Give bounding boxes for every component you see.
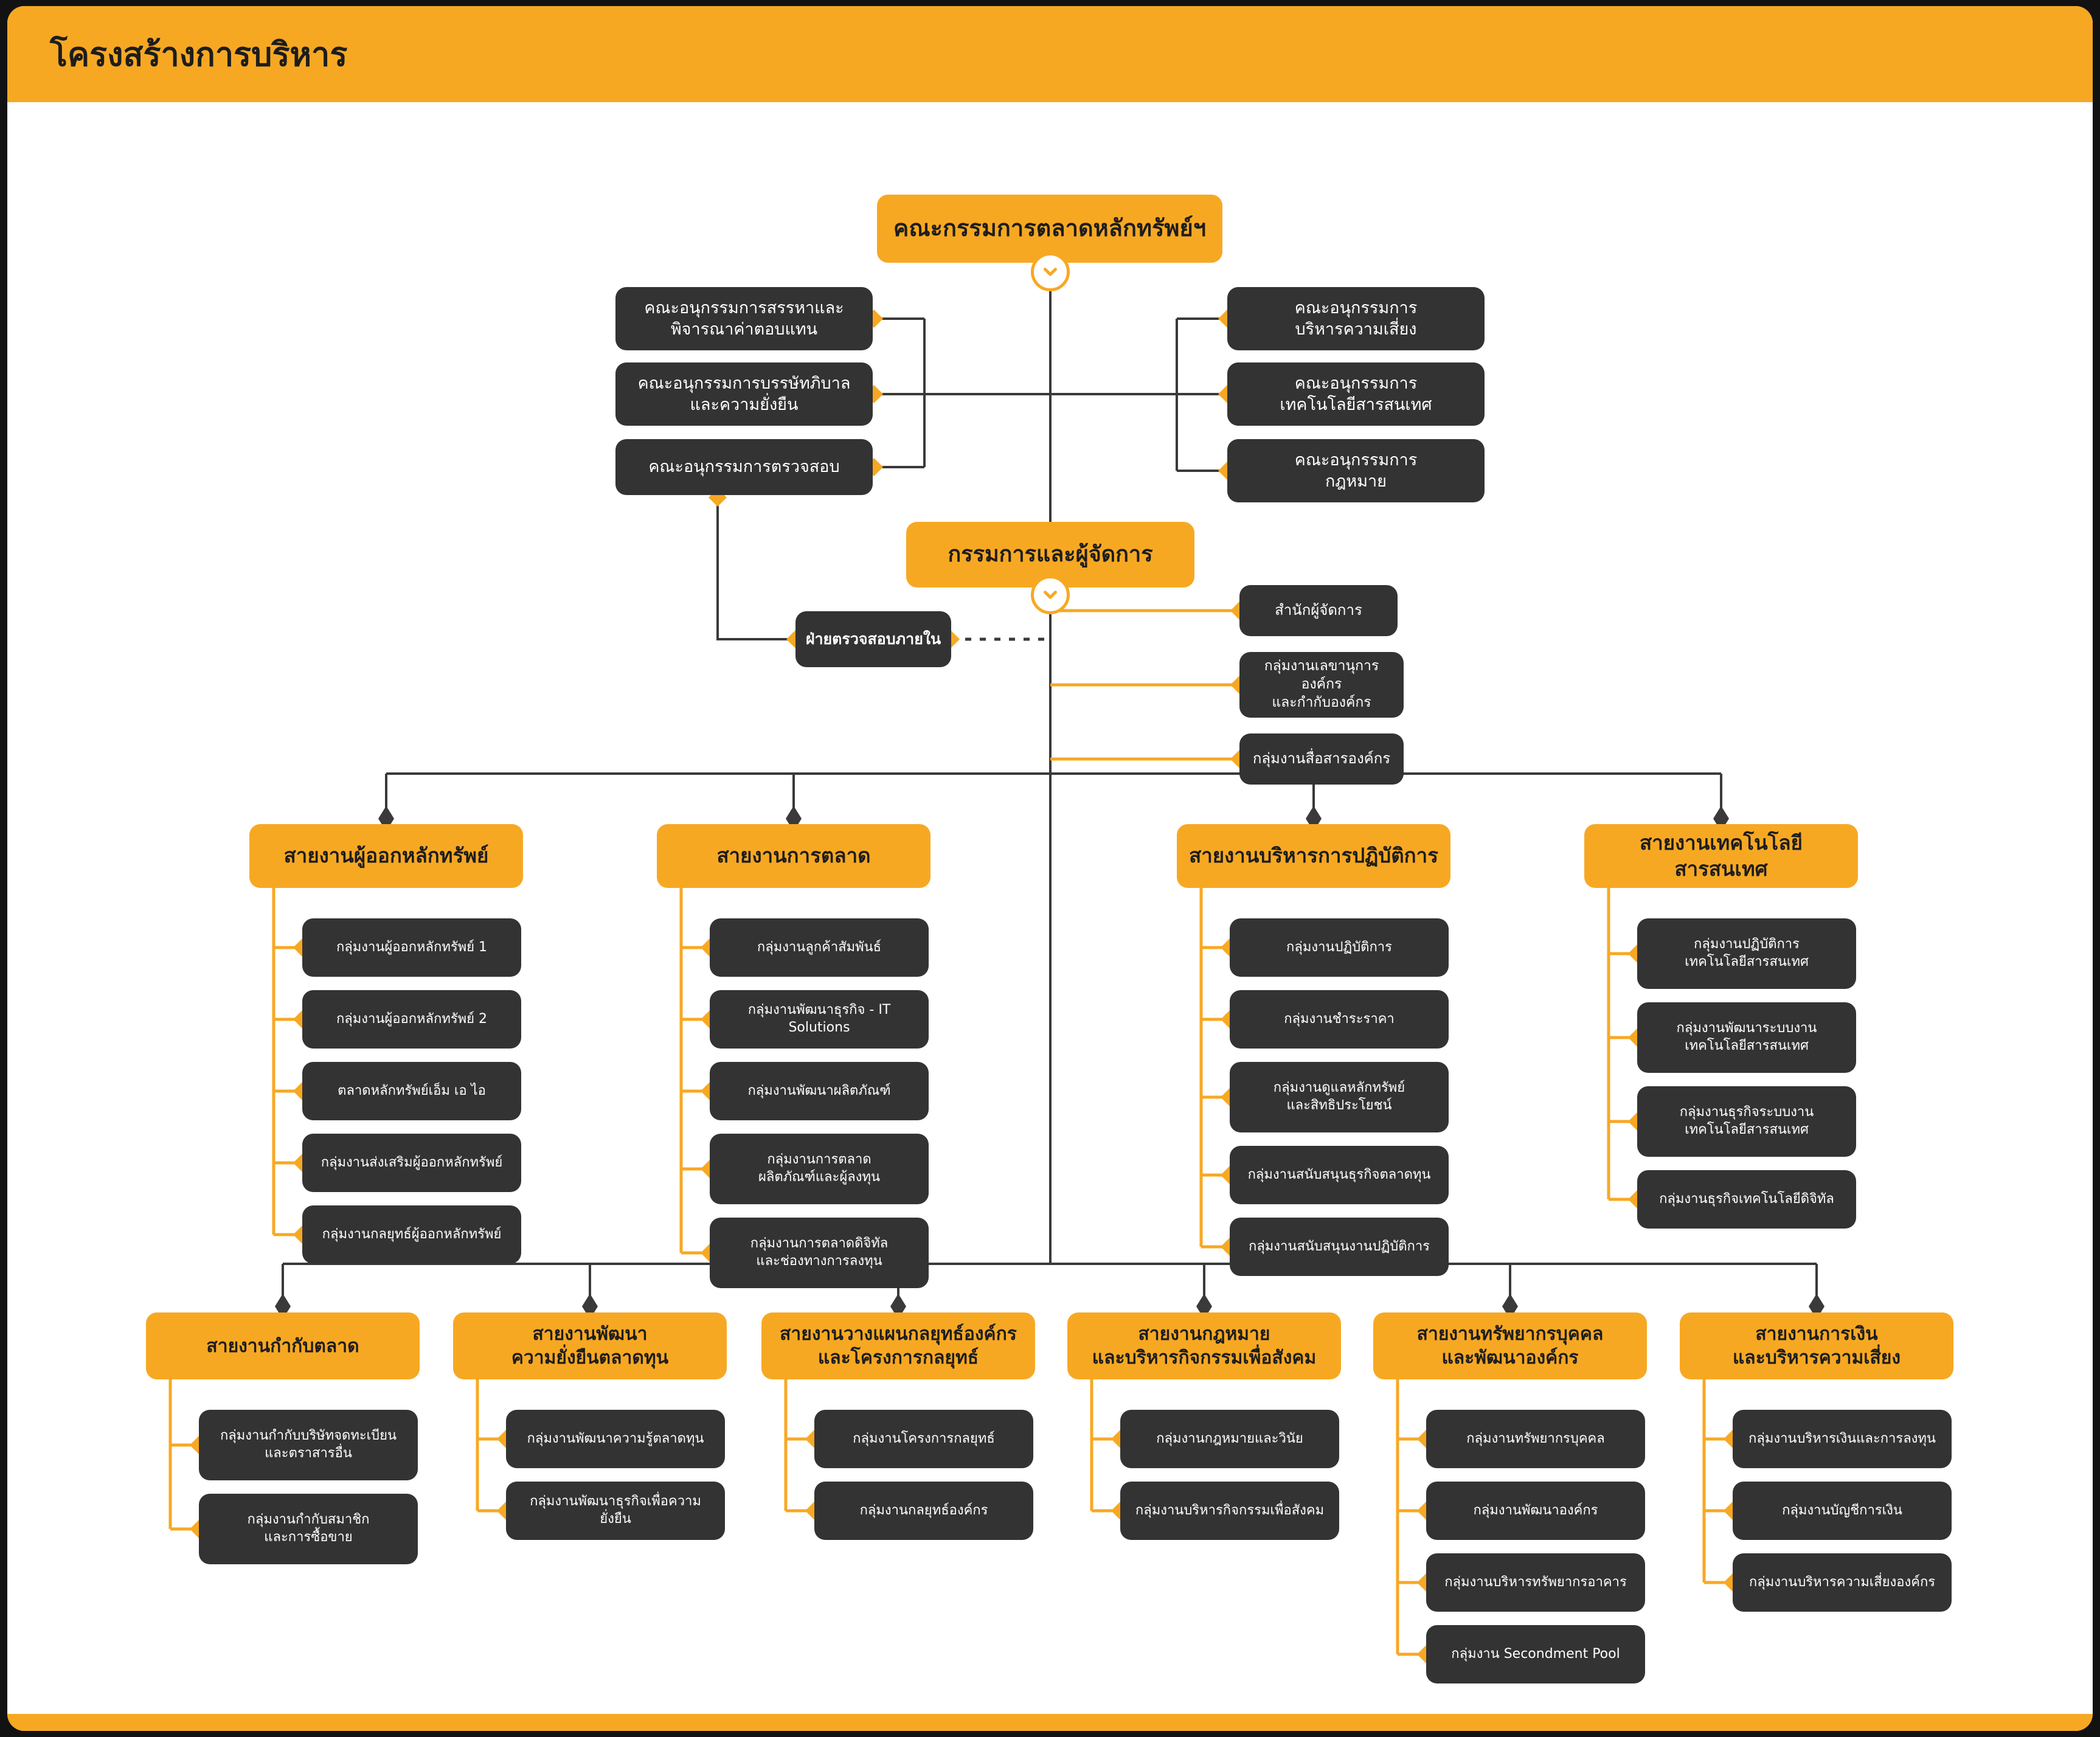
node-strategy-child-0: กลุ่มงานโครงการกลยุทธ์ — [814, 1410, 1033, 1468]
node-marketing-child-0: กลุ่มงานลูกค้าสัมพันธ์ — [710, 918, 929, 977]
node-division-operations: สายงานบริหารการปฏิบัติการ — [1177, 824, 1450, 888]
node-finance-child-2: กลุ่มงานบริหารความเสี่ยงองค์กร — [1733, 1553, 1952, 1612]
node-nomination-subcommittee: คณะอนุกรรมการสรรหาและ พิจารณาค่าตอบแทน — [615, 287, 873, 350]
node-division-issuers: สายงานผู้ออกหลักทรัพย์ — [249, 824, 523, 888]
node-marketing-child-1: กลุ่มงานพัฒนาธุรกิจ - IT Solutions — [710, 990, 929, 1049]
node-governance-subcommittee: คณะอนุกรรมการบรรษัทภิบาล และความยั่งยืน — [615, 362, 873, 426]
node-risk-subcommittee: คณะอนุกรรมการ บริหารความเสี่ยง — [1227, 287, 1485, 350]
page-title: โครงสร้างการบริหาร — [50, 35, 348, 74]
node-legal-child-0: กลุ่มงานกฎหมายและวินัย — [1120, 1410, 1339, 1468]
node-division-marketing: สายงานการตลาด — [657, 824, 930, 888]
node-operations-child-2: กลุ่มงานดูแลหลักทรัพย์ และสิทธิประโยชน์ — [1230, 1062, 1449, 1132]
node-legal-subcommittee: คณะอนุกรรมการ กฎหมาย — [1227, 439, 1485, 502]
node-division-legal-csr: สายงานกฎหมาย และบริหารกิจกรรมเพื่อสังคม — [1067, 1312, 1341, 1379]
node-division-sustainability: สายงานพัฒนา ความยั่งยืนตลาดทุน — [453, 1312, 727, 1379]
node-it-child-0: กลุ่มงานปฏิบัติการ เทคโนโลยีสารสนเทศ — [1637, 918, 1856, 989]
node-operations-child-1: กลุ่มงานชำระราคา — [1230, 990, 1449, 1049]
node-corporate-communications-group: กลุ่มงานสื่อสารองค์กร — [1239, 733, 1404, 785]
node-marketing-child-4: กลุ่มงานการตลาดดิจิทัล และช่องทางการลงทุ… — [710, 1218, 929, 1288]
page-header: โครงสร้างการบริหาร — [7, 6, 2093, 102]
node-issuers-child-3: กลุ่มงานส่งเสริมผู้ออกหลักทรัพย์ — [302, 1134, 521, 1192]
node-marketing-child-2: กลุ่มงานพัฒนาผลิตภัณฑ์ — [710, 1062, 929, 1120]
footer-accent-strip — [7, 1714, 2093, 1731]
board-expand-toggle[interactable] — [1031, 252, 1070, 291]
node-set-board: คณะกรรมการตลาดหลักทรัพย์ฯ — [877, 195, 1222, 263]
node-operations-child-0: กลุ่มงานปฏิบัติการ — [1230, 918, 1449, 977]
node-issuers-child-0: กลุ่มงานผู้ออกหลักทรัพย์ 1 — [302, 918, 521, 977]
node-supervision-child-0: กลุ่มงานกำกับบริษัทจดทะเบียน และตราสารอื… — [199, 1410, 418, 1480]
node-hr-child-2: กลุ่มงานบริหารทรัพยากรอาคาร — [1426, 1553, 1645, 1612]
node-sustainability-child-0: กลุ่มงานพัฒนาความรู้ตลาดทุน — [506, 1410, 725, 1468]
chevron-down-icon — [1044, 591, 1057, 599]
node-it-subcommittee: คณะอนุกรรมการ เทคโนโลยีสารสนเทศ — [1227, 362, 1485, 426]
node-division-finance-risk: สายงานการเงิน และบริหารความเสี่ยง — [1680, 1312, 1953, 1379]
node-operations-child-4: กลุ่มงานสนับสนุนงานปฏิบัติการ — [1230, 1218, 1449, 1276]
node-it-child-1: กลุ่มงานพัฒนาระบบงาน เทคโนโลยีสารสนเทศ — [1637, 1002, 1856, 1073]
chevron-down-icon — [1044, 268, 1057, 276]
node-issuers-child-2: ตลาดหลักทรัพย์เอ็ม เอ ไอ — [302, 1062, 521, 1120]
node-hr-child-3: กลุ่มงาน Secondment Pool — [1426, 1625, 1645, 1683]
president-expand-toggle[interactable] — [1031, 575, 1070, 614]
node-division-hr: สายงานทรัพยากรบุคคล และพัฒนาองค์กร — [1373, 1312, 1647, 1379]
node-hr-child-0: กลุ่มงานทรัพยากรบุคคล — [1426, 1410, 1645, 1468]
node-division-market-supervision: สายงานกำกับตลาด — [146, 1312, 420, 1379]
node-supervision-child-1: กลุ่มงานกำกับสมาชิก และการซื้อขาย — [199, 1494, 418, 1564]
node-issuers-child-1: กลุ่มงานผู้ออกหลักทรัพย์ 2 — [302, 990, 521, 1049]
node-strategy-child-1: กลุ่มงานกลยุทธ์องค์กร — [814, 1482, 1033, 1540]
node-issuers-child-4: กลุ่มงานกลยุทธ์ผู้ออกหลักทรัพย์ — [302, 1205, 521, 1264]
node-operations-child-3: กลุ่มงานสนับสนุนธุรกิจตลาดทุน — [1230, 1146, 1449, 1204]
node-audit-subcommittee: คณะอนุกรรมการตรวจสอบ — [615, 439, 873, 495]
node-it-child-3: กลุ่มงานธุรกิจเทคโนโลยีดิจิทัล — [1637, 1170, 1856, 1229]
node-division-strategy: สายงานวางแผนกลยุทธ์องค์กร และโครงการกลยุ… — [761, 1312, 1035, 1379]
node-legal-child-1: กลุ่มงานบริหารกิจกรรมเพื่อสังคม — [1120, 1482, 1339, 1540]
node-it-child-2: กลุ่มงานธุรกิจระบบงาน เทคโนโลยีสารสนเทศ — [1637, 1086, 1856, 1157]
node-president-office: สำนักผู้จัดการ — [1239, 585, 1398, 636]
node-corporate-secretary-group: กลุ่มงานเลขานุการองค์กร และกำกับองค์กร — [1239, 652, 1404, 718]
node-finance-child-0: กลุ่มงานบริหารเงินและการลงทุน — [1733, 1410, 1952, 1468]
node-division-information-technology: สายงานเทคโนโลยีสารสนเทศ — [1584, 824, 1858, 888]
node-marketing-child-3: กลุ่มงานการตลาด ผลิตภัณฑ์และผู้ลงทุน — [710, 1134, 929, 1204]
node-president: กรรมการและผู้จัดการ — [906, 522, 1194, 588]
node-finance-child-1: กลุ่มงานบัญชีการเงิน — [1733, 1482, 1952, 1540]
node-hr-child-1: กลุ่มงานพัฒนาองค์กร — [1426, 1482, 1645, 1540]
node-internal-audit-dept: ฝ่ายตรวจสอบภายใน — [795, 611, 951, 667]
node-sustainability-child-1: กลุ่มงานพัฒนาธุรกิจเพื่อความยั่งยืน — [506, 1482, 725, 1540]
